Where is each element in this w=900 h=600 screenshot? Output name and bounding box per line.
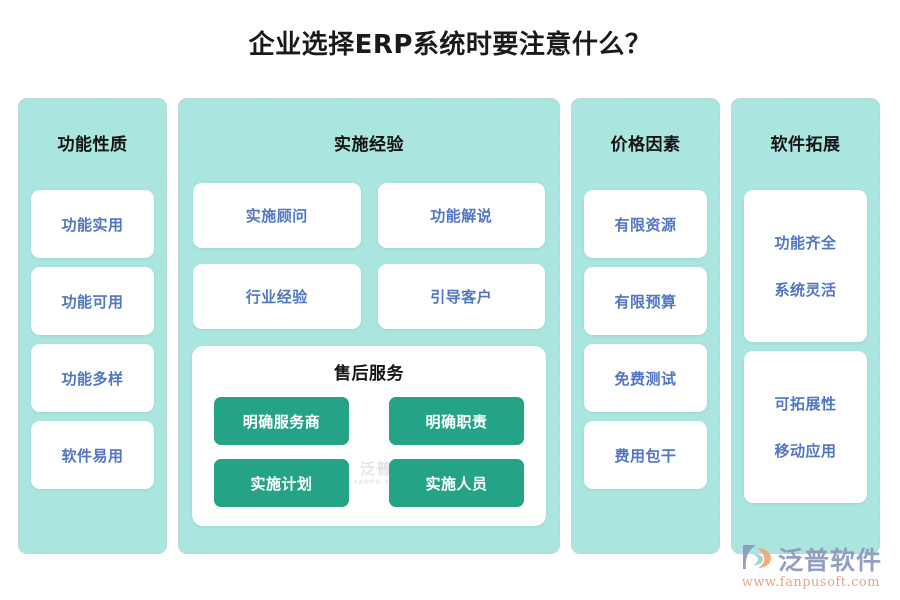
after-sales-service-panel: 售后服务 泛普软件 FANPU SOFTWARE 明确服务商 明确职责 实施计划… xyxy=(192,346,546,526)
green-card-label: 实施计划 xyxy=(250,474,313,493)
column-header: 软件拓展 xyxy=(770,135,841,155)
card-label-line1: 功能齐全 xyxy=(774,234,837,252)
card-item[interactable]: 有限预算 xyxy=(584,267,707,335)
column-header: 实施经验 xyxy=(334,135,404,155)
card-item[interactable]: 功能多样 xyxy=(31,344,154,412)
card-item[interactable]: 可拓展性 移动应用 xyxy=(744,351,867,503)
card-label: 软件易用 xyxy=(61,446,124,465)
card-label: 行业经验 xyxy=(245,288,308,306)
green-card-label: 明确职责 xyxy=(425,412,488,431)
green-card-grid: 明确服务商 明确职责 实施计划 实施人员 xyxy=(214,397,524,507)
fanpu-logo-icon xyxy=(740,542,774,576)
card-item[interactable]: 功能实用 xyxy=(31,190,154,258)
card-item[interactable]: 费用包干 xyxy=(584,421,707,489)
column-software-expansion: 软件拓展 功能齐全 系统灵活 可拓展性 移动应用 xyxy=(731,98,880,554)
brand-name: 泛普软件 xyxy=(777,546,882,575)
page-title: 企业选择ERP系统时要注意什么？ xyxy=(248,30,652,60)
green-card-item[interactable]: 实施计划 xyxy=(214,459,349,507)
card-label: 免费测试 xyxy=(614,369,677,388)
card-stack: 功能实用 功能可用 功能多样 软件易用 xyxy=(19,190,166,489)
card-item[interactable]: 引导客户 xyxy=(377,264,545,329)
green-card-item[interactable]: 明确服务商 xyxy=(214,397,349,445)
card-label-line1: 可拓展性 xyxy=(774,395,837,413)
card-item[interactable]: 实施顾问 xyxy=(193,183,361,248)
column-implementation-experience: 实施经验 实施顾问 功能解说 行业经验 引导客户 售后服务 泛普软件 FANPU… xyxy=(178,98,560,554)
card-label-line2: 系统灵活 xyxy=(774,281,837,299)
column-header: 功能性质 xyxy=(57,135,128,155)
subpanel-title: 售后服务 xyxy=(334,364,404,384)
card-grid: 实施顾问 功能解说 行业经验 引导客户 xyxy=(179,183,559,329)
card-item[interactable]: 有限资源 xyxy=(584,190,707,258)
green-card-label: 实施人员 xyxy=(425,474,488,493)
card-item[interactable]: 行业经验 xyxy=(193,264,361,329)
brand-url: www.fanpusoft.com xyxy=(741,575,880,590)
card-label: 有限资源 xyxy=(614,215,677,234)
card-item[interactable]: 功能可用 xyxy=(31,267,154,335)
card-label: 费用包干 xyxy=(614,446,677,465)
card-label: 功能多样 xyxy=(61,369,124,388)
card-label: 功能实用 xyxy=(61,215,124,234)
column-header: 价格因素 xyxy=(610,135,681,155)
card-stack: 功能齐全 系统灵活 可拓展性 移动应用 xyxy=(732,190,879,503)
card-item[interactable]: 免费测试 xyxy=(584,344,707,412)
green-card-item[interactable]: 明确职责 xyxy=(389,397,524,445)
column-function-nature: 功能性质 功能实用 功能可用 功能多样 软件易用 xyxy=(18,98,167,554)
card-label: 功能可用 xyxy=(61,292,124,311)
card-label: 有限预算 xyxy=(614,292,677,311)
card-stack: 有限资源 有限预算 免费测试 费用包干 xyxy=(572,190,719,489)
card-item[interactable]: 软件易用 xyxy=(31,421,154,489)
green-card-label: 明确服务商 xyxy=(242,412,321,431)
columns-container: 功能性质 功能实用 功能可用 功能多样 软件易用 实施经验 实施顾问 功能解说 xyxy=(18,98,882,554)
card-label: 引导客户 xyxy=(430,288,493,306)
green-card-item[interactable]: 实施人员 xyxy=(389,459,524,507)
card-label: 实施顾问 xyxy=(245,207,308,225)
brand-logo-row: 泛普软件 xyxy=(740,541,882,577)
card-item[interactable]: 功能齐全 系统灵活 xyxy=(744,190,867,342)
brand-logo: 泛普软件 www.fanpusoft.com xyxy=(740,541,882,590)
card-item[interactable]: 功能解说 xyxy=(377,183,545,248)
card-label: 功能解说 xyxy=(430,207,493,225)
column-price-factor: 价格因素 有限资源 有限预算 免费测试 费用包干 xyxy=(571,98,720,554)
card-label-line2: 移动应用 xyxy=(774,442,837,460)
